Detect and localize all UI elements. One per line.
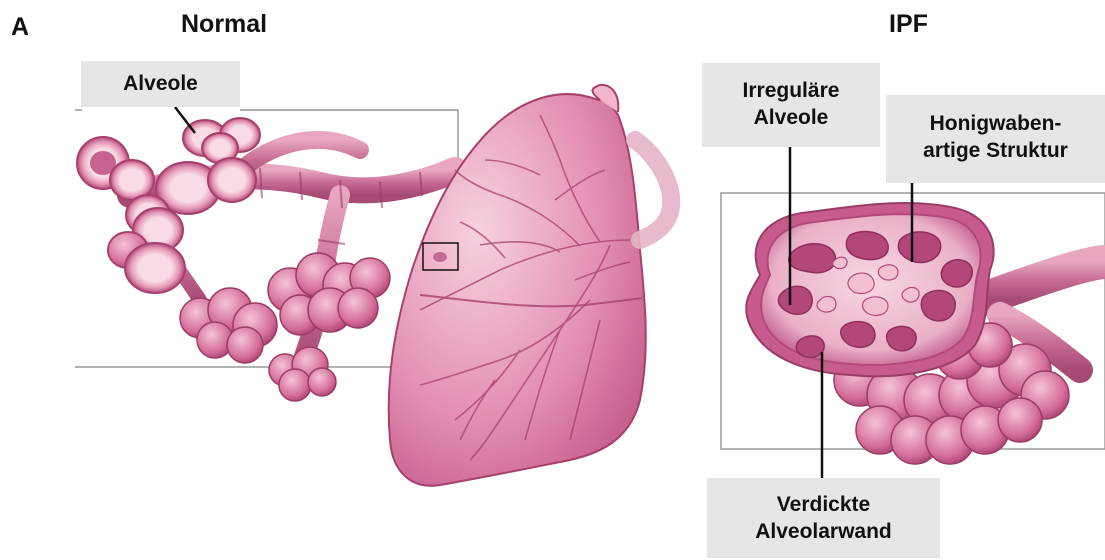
irregular-alveole-label-line2: Alveole <box>702 104 880 131</box>
ipf-honeycomb-lung-section <box>746 203 994 376</box>
thickened-alveolar-wall-label-line1: Verdickte <box>707 491 940 518</box>
panel-letter: A <box>11 13 29 42</box>
lung-illustration <box>389 85 672 486</box>
alveole-label-text: Alveole <box>123 72 198 95</box>
honeycomb-structure-label-line1: Honigwaben- <box>886 110 1105 137</box>
normal-alveolar-sacs <box>77 118 260 293</box>
honeycomb-structure-label: Honigwaben- artige Struktur <box>886 95 1105 183</box>
honeycomb-structure-label-line2: artige Struktur <box>886 137 1105 164</box>
alveole-label: Alveole <box>81 61 240 107</box>
thickened-alveolar-wall-label-line2: Alveolarwand <box>707 518 940 545</box>
normal-alveolar-clusters <box>180 253 390 401</box>
ipf-panel-title: IPF <box>889 10 928 39</box>
irregular-alveole-label-line1: Irreguläre <box>702 77 880 104</box>
normal-panel-title: Normal <box>181 10 267 39</box>
thickened-alveolar-wall-label: Verdickte Alveolarwand <box>707 478 940 558</box>
irregular-alveole-label: Irreguläre Alveole <box>702 63 880 147</box>
